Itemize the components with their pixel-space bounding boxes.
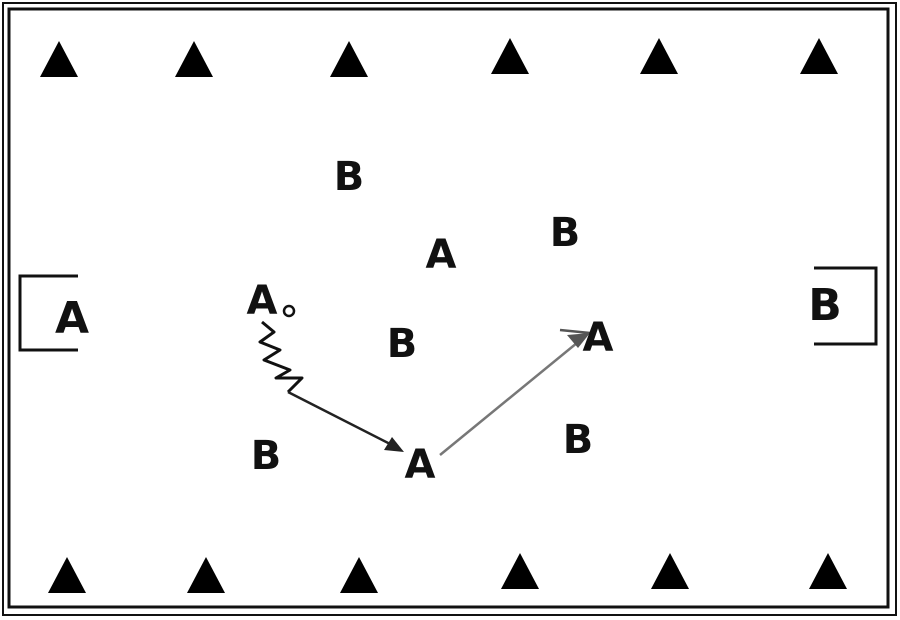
- triangle-cone-icon: [491, 38, 529, 74]
- triangle-cone-icon: [330, 41, 368, 77]
- ball-icon: [282, 304, 296, 318]
- triangle-cone-icon: [800, 38, 838, 74]
- player-a: A: [426, 232, 457, 278]
- top-cone-row: [40, 38, 838, 77]
- right-goal-label: B: [808, 280, 842, 331]
- player-b: B: [563, 417, 594, 463]
- player-b: B: [550, 210, 581, 256]
- player-a: A: [405, 442, 436, 488]
- triangle-cone-icon: [340, 557, 378, 593]
- player-a: A: [583, 315, 614, 361]
- pass-arrow-tail: [559, 328, 591, 335]
- triangle-cone-icon: [40, 41, 78, 77]
- pass-arrow: [439, 337, 584, 456]
- triangle-cone-icon: [187, 557, 225, 593]
- dribble-path: [258, 320, 304, 394]
- field-boundary-inner: [7, 7, 890, 609]
- triangle-cone-icon: [175, 41, 213, 77]
- player-b: B: [334, 154, 365, 200]
- triangle-cone-icon: [48, 557, 86, 593]
- player-b: B: [387, 321, 418, 367]
- triangle-cone-icon: [651, 553, 689, 589]
- left-goal-label: A: [55, 293, 89, 344]
- triangle-cone-icon: [640, 38, 678, 74]
- right-goal: [814, 266, 878, 346]
- player-b: B: [251, 433, 282, 479]
- left-goal: [18, 274, 78, 352]
- run-arrow: [287, 390, 399, 450]
- triangle-cone-icon: [809, 553, 847, 589]
- player-a-with-ball: A: [247, 278, 278, 324]
- pass-arrowhead: [567, 333, 590, 348]
- triangle-cone-icon: [501, 553, 539, 589]
- run-arrowhead: [384, 437, 404, 452]
- bottom-cone-row: [48, 553, 847, 593]
